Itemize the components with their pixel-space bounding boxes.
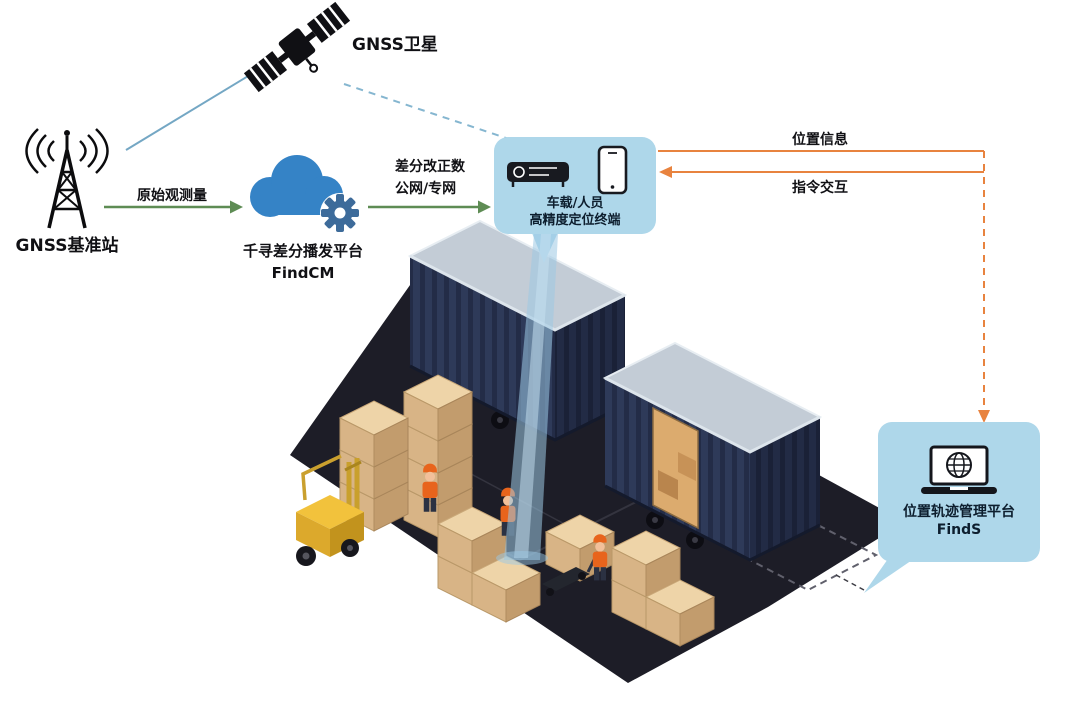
edge-correction-line1: 差分改正数: [395, 159, 465, 175]
terminal-node: 车载/人员 高精度定位终端: [494, 137, 656, 234]
cloud-platform-icon: [250, 155, 360, 233]
platform-node: 位置轨迹管理平台 FindS: [878, 422, 1040, 562]
platform-scene-connector: [835, 574, 865, 591]
station-to-cloud-arrow: [104, 200, 243, 214]
satellite-label: GNSS卫星: [352, 35, 438, 55]
terminal-label-line1: 车载/人员: [546, 195, 604, 211]
container-front: [602, 341, 823, 562]
platform-label-line1: 位置轨迹管理平台: [903, 503, 1015, 520]
cloud-platform-label: 千寻差分播发平台 FindCM: [218, 241, 388, 285]
edge-position-info-label: 位置信息: [792, 132, 848, 148]
edge-raw-observation-label: 原始观测量: [137, 188, 207, 204]
satellite-to-station-line: [125, 63, 269, 151]
phone-icon: [597, 145, 628, 194]
edge-correction-label: 差分改正数 公网/专网: [395, 156, 465, 201]
gear-icon: [321, 194, 359, 232]
edge-correction-line2: 公网/专网: [395, 181, 457, 198]
warehouse-illustration: [290, 219, 905, 683]
satellite-icon: [243, 1, 351, 93]
base-station-icon: [25, 128, 109, 229]
positioning-beam: [496, 234, 558, 565]
edge-command-label: 指令交互: [792, 180, 848, 196]
globe-icon: [946, 451, 972, 478]
receiver-icon: [507, 161, 569, 187]
terminal-devices-icon: [507, 145, 628, 194]
forklift: [296, 454, 364, 566]
platform-to-terminal-arrow: [659, 166, 984, 178]
base-station-label: GNSS基准站: [15, 236, 119, 256]
cloud-platform-product: FindCM: [271, 263, 335, 282]
satellite-to-terminal-line: [343, 83, 513, 141]
terminal-to-platform-arrow: [658, 150, 990, 423]
laptop-globe-icon: [921, 445, 997, 494]
cloud-to-terminal-arrow: [368, 200, 491, 214]
cloud-platform-name: 千寻差分播发平台: [242, 242, 363, 260]
terminal-label-line2: 高精度定位终端: [529, 212, 621, 228]
platform-label-line2: FindS: [936, 522, 982, 538]
container-open-door: [652, 406, 699, 530]
platform-node-tail: [864, 556, 918, 593]
